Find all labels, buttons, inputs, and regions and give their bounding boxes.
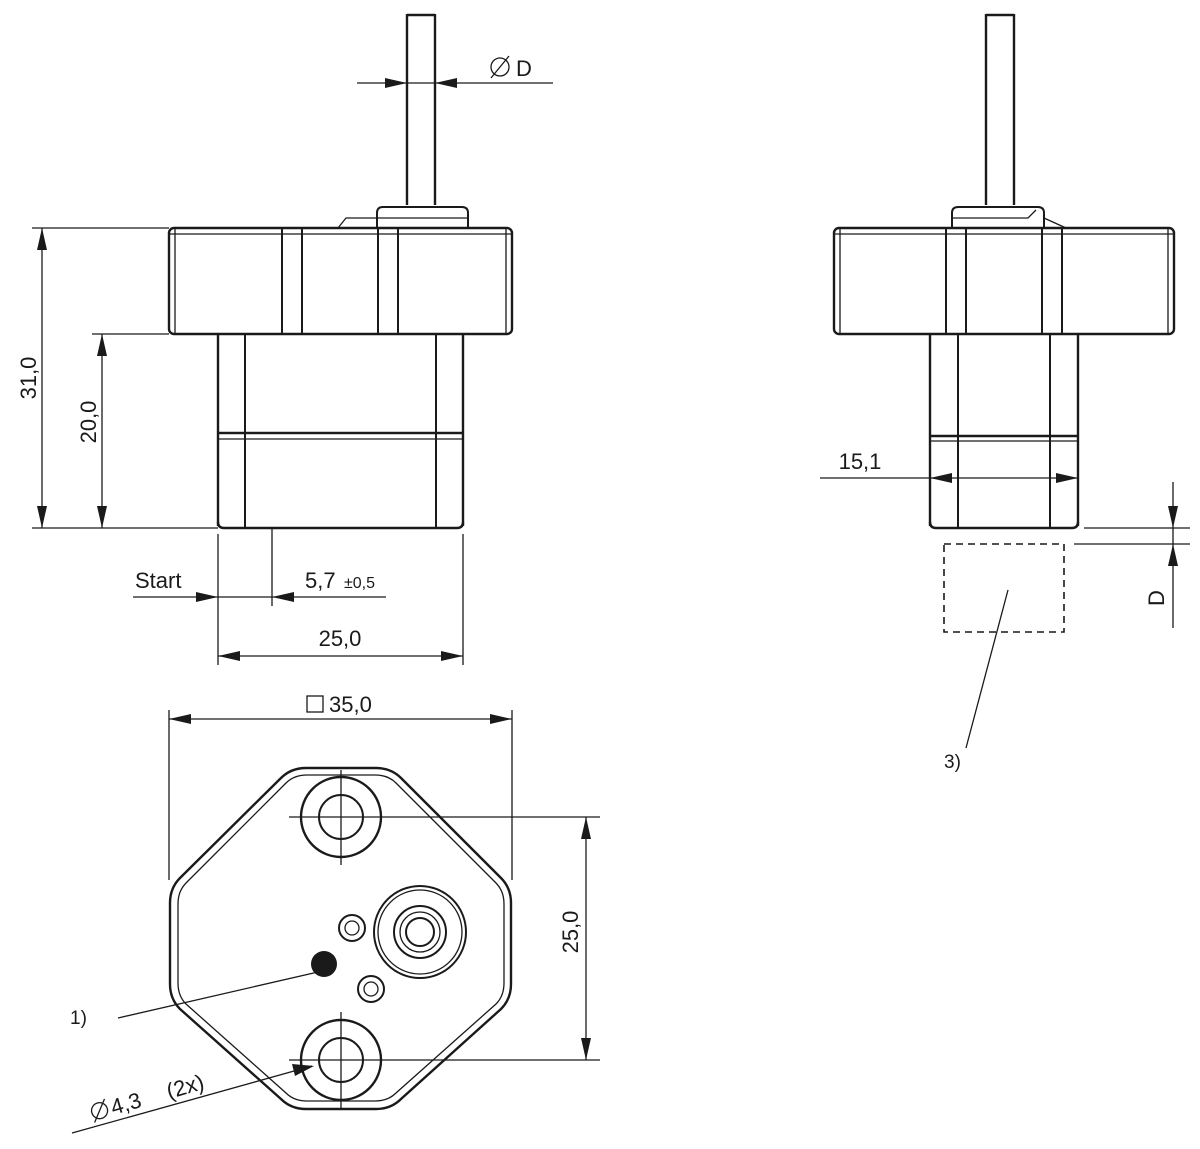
mounting-hole-top [289, 770, 600, 865]
hole-spacing-label: 25,0 [558, 911, 583, 954]
side-width-label: 15,1 [839, 449, 882, 474]
dimension-body-width: 25,0 [218, 626, 463, 661]
shaft-diameter-label: D [516, 56, 532, 81]
dimension-side-width: 15,1 [820, 449, 1078, 483]
front-flange [167, 226, 514, 336]
side-body [928, 334, 1080, 530]
total-height-label: 31,0 [16, 357, 41, 400]
front-body [216, 334, 465, 530]
dimension-hole-diameter: 4,3 (2x) [71, 1064, 314, 1134]
body-width-label: 25,0 [319, 626, 362, 651]
bottom-view: 35,0 [70, 692, 600, 1134]
start-label: Start [135, 568, 181, 593]
body-height-label: 20,0 [76, 401, 101, 444]
center-connector [373, 885, 467, 979]
dimension-flange-square: 35,0 [168, 692, 513, 880]
small-screw-bottom [357, 975, 385, 1003]
dimension-hole-spacing: 25,0 [558, 817, 591, 1060]
detection-zone [943, 543, 1065, 633]
flange-square-label: 35,0 [329, 692, 372, 717]
side-clearance-label: D [1144, 590, 1169, 606]
dimension-total-height: 31,0 [16, 227, 218, 529]
note-3-label: 3) [944, 752, 961, 773]
dimension-side-clearance: D [1074, 482, 1190, 628]
mounting-hole-bottom [289, 1012, 600, 1108]
led-indicator [311, 951, 337, 977]
front-gland [376, 206, 469, 228]
dimension-start-offset: Start 5,7 ±0,5 [133, 528, 464, 665]
dimension-body-height: 20,0 [76, 333, 169, 528]
start-offset-tolerance: ±0,5 [344, 575, 375, 592]
front-view: D 31,0 20,0 Start 5,7 [16, 13, 553, 665]
dimension-shaft-diameter: D [357, 55, 553, 88]
front-shaft [405, 13, 437, 205]
side-view: 15,1 D 3) [820, 13, 1190, 773]
hole-count-label: (2x) [164, 1069, 207, 1103]
bottom-outline [168, 766, 513, 1111]
note-1-label: 1) [70, 1008, 87, 1029]
side-flange [832, 226, 1176, 336]
start-offset-value: 5,7 [305, 568, 336, 593]
small-screw-top [338, 914, 366, 942]
